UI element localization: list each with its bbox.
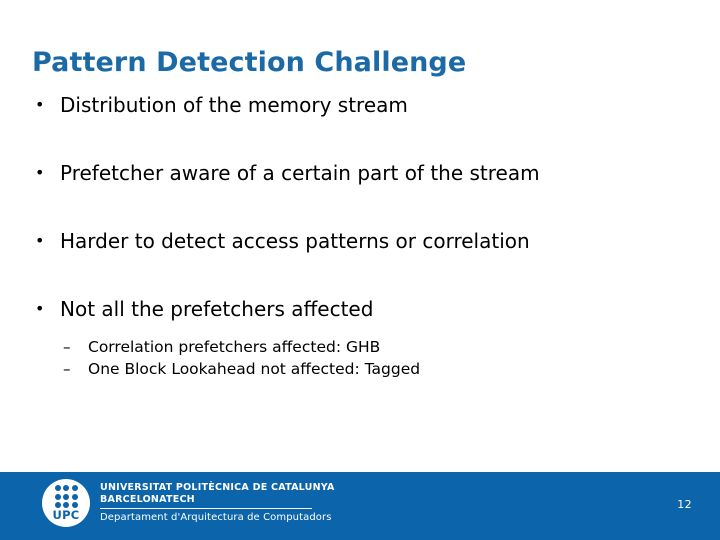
university-brand: BARCELONATECH: [100, 494, 195, 505]
dash-icon: –: [63, 360, 71, 378]
bullet-icon: •: [35, 299, 45, 318]
department-name: Departament d'Arquitectura de Computador…: [100, 512, 332, 523]
upc-logo-mark-icon: UPC: [42, 479, 90, 527]
list-item: • Prefetcher aware of a certain part of …: [30, 160, 700, 228]
dot-grid-icon: [54, 485, 78, 509]
dash-icon: –: [63, 338, 71, 356]
list-item: • Distribution of the memory stream: [30, 92, 700, 160]
page-title: Pattern Detection Challenge: [32, 47, 467, 79]
dot-icon: [71, 485, 78, 492]
sub-bullet-text: Correlation prefetchers affected: GHB: [88, 338, 381, 356]
footer-banner: UPC UNIVERSITAT POLITÈCNICA DE CATALUNYA…: [0, 472, 720, 540]
divider: [100, 508, 312, 509]
dot-icon: [54, 485, 61, 492]
list-item: – Correlation prefetchers affected: GHB: [63, 336, 663, 358]
dot-icon: [71, 502, 78, 509]
bullet-icon: •: [35, 163, 45, 182]
page-number: 12: [677, 498, 692, 511]
bullet-text: Distribution of the memory stream: [60, 93, 408, 117]
list-item: • Not all the prefetchers affected: [30, 296, 700, 364]
bullet-text: Not all the prefetchers affected: [60, 297, 374, 321]
dot-icon: [54, 493, 61, 500]
upc-acronym: UPC: [52, 508, 80, 523]
sub-bullet-list: – Correlation prefetchers affected: GHB …: [63, 336, 663, 380]
dot-icon: [63, 485, 69, 492]
dot-icon: [63, 493, 69, 500]
bullet-text: Prefetcher aware of a certain part of th…: [60, 161, 540, 185]
bullet-text: Harder to detect access patterns or corr…: [60, 229, 530, 253]
list-item: – One Block Lookahead not affected: Tagg…: [63, 358, 663, 380]
dot-icon: [54, 502, 61, 509]
bullet-icon: •: [35, 231, 45, 250]
dot-icon: [71, 493, 78, 500]
university-name-block: UNIVERSITAT POLITÈCNICA DE CATALUNYA BAR…: [100, 482, 335, 524]
bullet-icon: •: [35, 95, 45, 114]
list-item: • Harder to detect access patterns or co…: [30, 228, 700, 296]
upc-logo: UPC UNIVERSITAT POLITÈCNICA DE CATALUNYA…: [42, 479, 335, 527]
sub-bullet-text: One Block Lookahead not affected: Tagged: [88, 360, 421, 378]
dot-icon: [63, 502, 69, 509]
university-name: UNIVERSITAT POLITÈCNICA DE CATALUNYA: [100, 482, 335, 493]
bullet-list: • Distribution of the memory stream • Pr…: [30, 92, 700, 364]
